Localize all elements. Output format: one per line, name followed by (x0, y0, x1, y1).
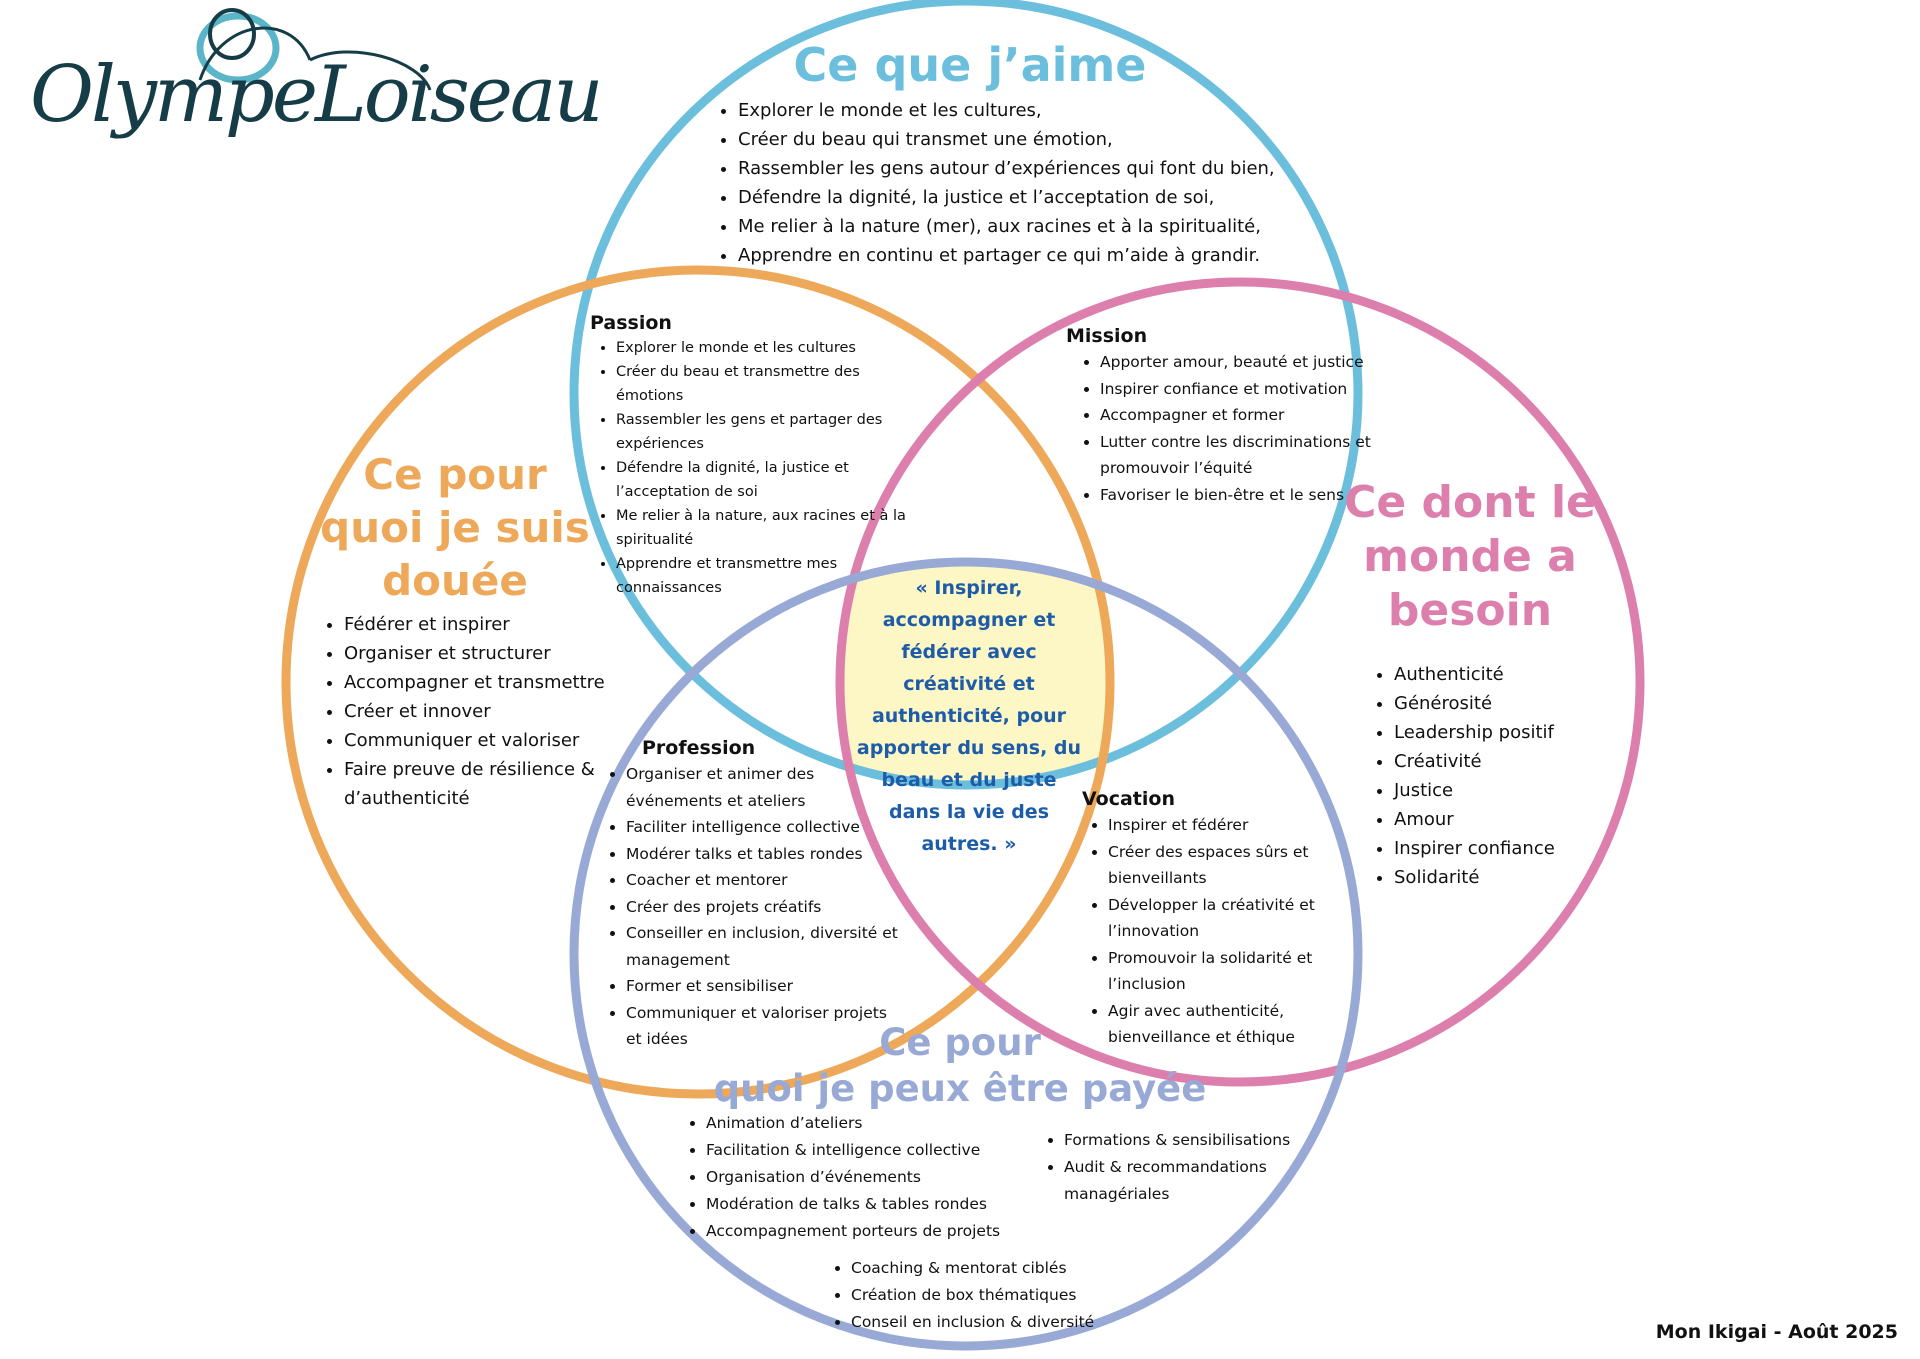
center-quote: « Inspirer, accompagner et fédérer avec … (856, 577, 1082, 855)
list-item: Explorer le monde et les cultures (616, 336, 910, 360)
list-item: Créativité (1394, 747, 1608, 776)
mission-section: Mission Apporter amour, beauté et justic… (1066, 325, 1378, 508)
list-item: Solidarité (1394, 863, 1608, 892)
list-item: Favoriser le bien-être et le sens (1100, 482, 1378, 509)
paid-for-title: Ce pour quoi je peux être payée (680, 1020, 1240, 1112)
list-item: Authenticité (1394, 660, 1608, 689)
list-item: Organiser et structurer (344, 639, 608, 668)
circle-paid-for (569, 557, 1363, 1351)
list-item: Organiser et animer des événements et at… (626, 761, 900, 814)
profession-section: Profession Organiser et animer des événe… (600, 737, 900, 1053)
profession-title: Profession (642, 737, 756, 759)
circle-love (569, 0, 1363, 790)
list-item: Modérer talks et tables rondes (626, 841, 900, 868)
love-title: Ce que j’aime (760, 38, 1180, 92)
list-item: Accompagner et transmettre (344, 668, 608, 697)
list-item: Conseiller en inclusion, diversité et ma… (626, 920, 900, 973)
list-item: Créer des espaces sûrs et bienveillants (1108, 839, 1352, 892)
world-needs-list: Authenticité Générosité Leadership posit… (1368, 660, 1608, 892)
list-item: Formations & sensibilisations (1064, 1127, 1318, 1154)
list-item: Créer du beau qui transmet une émotion, (738, 125, 1312, 154)
good-at-title: Ce pour quoi je suis douée (310, 448, 600, 607)
list-item: Création de box thématiques (851, 1282, 1145, 1309)
good-at-list: Fédérer et inspirer Organiser et structu… (318, 610, 608, 813)
good-at-title-line: quoi je suis (320, 503, 590, 552)
footer-caption: Mon Ikigai - Août 2025 (1655, 1321, 1898, 1343)
list-item: Audit & recommandations managériales (1064, 1154, 1318, 1208)
list-item: Apprendre et transmettre mes connaissanc… (616, 552, 910, 600)
world-needs-title: Ce dont le monde a besoin (1340, 476, 1600, 638)
list-item: Facilitation & intelligence collective (706, 1137, 1030, 1164)
list-item: Développer la créativité et l’innovation (1108, 892, 1352, 945)
list-item: Créer et innover (344, 697, 608, 726)
list-item: Apprendre en continu et partager ce qui … (738, 241, 1312, 270)
list-item: Accompagnement porteurs de projets (706, 1218, 1030, 1245)
list-item: Fédérer et inspirer (344, 610, 608, 639)
love-title-text: Ce que j’aime (793, 38, 1147, 92)
logo: OlympeLoiseau (20, 0, 604, 210)
good-at-title-line: douée (382, 556, 528, 605)
list-item: Défendre la dignité, la justice et l’acc… (616, 456, 910, 504)
list-item: Agir avec authenticité, bienveillance et… (1108, 998, 1352, 1051)
list-item: Apporter amour, beauté et justice (1100, 349, 1378, 376)
list-item: Organisation d’événements (706, 1164, 1030, 1191)
vocation-title: Vocation (1082, 788, 1175, 810)
list-item: Inspirer confiance (1394, 834, 1608, 863)
paid-for-list-right: Formations & sensibilisations Audit & re… (1038, 1127, 1318, 1208)
list-item: Animation d’ateliers (706, 1110, 1030, 1137)
circle-world-needs (835, 277, 1645, 1087)
paid-for-list-bottom: Coaching & mentorat ciblés Création de b… (825, 1255, 1145, 1336)
list-item: Justice (1394, 776, 1608, 805)
list-item: Rassembler les gens et partager des expé… (616, 408, 910, 456)
list-item: Leadership positif (1394, 718, 1608, 747)
logo-swirl-icon (196, 8, 432, 91)
list-item: Créer des projets créatifs (626, 894, 900, 921)
world-needs-title-line: Ce dont le (1344, 477, 1596, 528)
world-needs-title-line: besoin (1387, 585, 1553, 636)
list-item: Inspirer confiance et motivation (1100, 376, 1378, 403)
vocation-section: Vocation Inspirer et fédérer Créer des e… (1082, 788, 1352, 1051)
list-item: Conseil en inclusion & diversité (851, 1309, 1145, 1336)
circle-good-at (281, 265, 1115, 1099)
list-item: Former et sensibiliser (626, 973, 900, 1000)
world-needs-title-line: monde a (1363, 531, 1577, 582)
list-item: Amour (1394, 805, 1608, 834)
list-item: Coaching & mentorat ciblés (851, 1255, 1145, 1282)
paid-for-title-line: quoi je peux être payée (713, 1067, 1207, 1110)
passion-section: Passion Explorer le monde et les culture… (590, 312, 910, 600)
list-item: Communiquer et valoriser (344, 726, 608, 755)
list-item: Lutter contre les discriminations et pro… (1100, 429, 1378, 482)
mission-title: Mission (1066, 325, 1148, 347)
list-item: Faciliter intelligence collective (626, 814, 900, 841)
list-item: Accompagner et former (1100, 402, 1378, 429)
paid-for-list-left: Animation d’ateliers Facilitation & inte… (680, 1110, 1030, 1245)
logo-text: OlympeLoiseau (30, 50, 604, 140)
list-item: Coacher et mentorer (626, 867, 900, 894)
list-item: Créer du beau et transmettre des émotion… (616, 360, 910, 408)
list-item: Promouvoir la solidarité et l’inclusion (1108, 945, 1352, 998)
love-list: Explorer le monde et les cultures, Créer… (712, 96, 1312, 270)
paid-for-title-line: Ce pour (879, 1021, 1041, 1064)
list-item: Générosité (1394, 689, 1608, 718)
list-item: Rassembler les gens autour d’expériences… (738, 154, 1312, 183)
passion-title: Passion (590, 312, 672, 334)
list-item: Me relier à la nature, aux racines et à … (616, 504, 910, 552)
list-item: Modération de talks & tables rondes (706, 1191, 1030, 1218)
list-item: Communiquer et valoriser projets et idée… (626, 1000, 900, 1053)
list-item: Me relier à la nature (mer), aux racines… (738, 212, 1312, 241)
good-at-title-line: Ce pour (363, 450, 547, 499)
list-item: Défendre la dignité, la justice et l’acc… (738, 183, 1312, 212)
list-item: Faire preuve de résilience & d’authentic… (344, 755, 608, 813)
list-item: Inspirer et fédérer (1108, 812, 1352, 839)
list-item: Explorer le monde et les cultures, (738, 96, 1312, 125)
